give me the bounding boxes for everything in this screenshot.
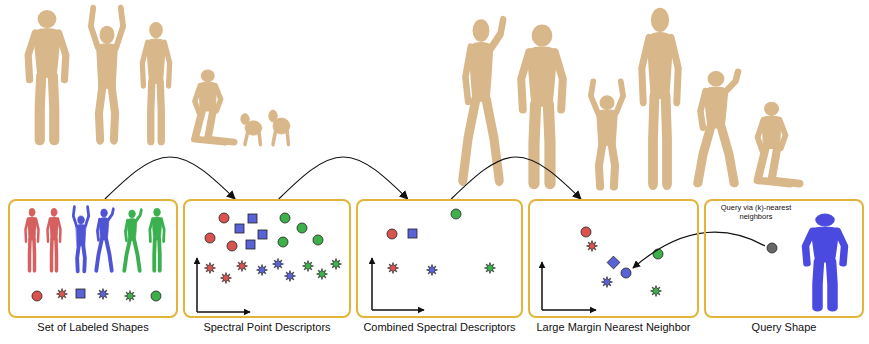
- axis-line: [372, 309, 424, 311]
- axis-line: [541, 262, 543, 310]
- red-shape: [26, 208, 39, 270]
- human-shape: [642, 9, 678, 184]
- red-point: [387, 229, 397, 239]
- green-point: [278, 237, 288, 247]
- blue-square: [408, 229, 417, 238]
- red-star: [221, 273, 232, 284]
- blue-square: [248, 214, 257, 223]
- red-point: [219, 213, 229, 223]
- red-point: [205, 233, 215, 243]
- blue-square: [76, 289, 85, 298]
- green-star: [651, 286, 662, 297]
- query-human: [806, 214, 845, 308]
- human-shape: [195, 70, 234, 142]
- blue-star: [273, 259, 284, 270]
- box-caption: Spectral Point Descriptors: [203, 321, 330, 334]
- green-point: [451, 209, 461, 219]
- blue-star: [427, 265, 438, 276]
- red-star: [205, 263, 216, 274]
- blue-shape: [73, 207, 88, 271]
- query-point: [767, 243, 777, 253]
- human-shape: [241, 114, 262, 145]
- human-shape: [591, 81, 623, 186]
- green-point: [313, 235, 323, 245]
- blue-point: [621, 268, 631, 278]
- point-descriptors: [197, 213, 341, 312]
- box-caption: Query Shape: [752, 321, 817, 334]
- flow-arrow: [451, 157, 581, 199]
- blue-square: [235, 224, 244, 233]
- human-shape: [521, 25, 563, 183]
- green-star: [485, 263, 496, 274]
- green-star: [331, 259, 342, 270]
- blue-square: [246, 240, 255, 249]
- flow-arrow: [279, 157, 408, 199]
- green-star: [317, 269, 328, 280]
- axis-line: [197, 311, 250, 313]
- axis-line: [371, 258, 373, 310]
- box-caption: Set of Labeled Shapes: [37, 321, 148, 334]
- box-caption: Combined Spectral Descriptors: [363, 321, 515, 334]
- human-shape: [269, 110, 290, 144]
- blue-star: [285, 271, 296, 282]
- red-star: [587, 241, 598, 252]
- red-star: [388, 263, 399, 274]
- red-point: [227, 241, 237, 251]
- blue-diamond: [607, 256, 620, 269]
- box-note: Query via (k)-nearest neighbors: [716, 204, 796, 221]
- query-arrow: [633, 232, 765, 268]
- labeled-shapes: [26, 207, 165, 301]
- shape-collection: [28, 8, 799, 186]
- process-box: Query ShapeQuery via (k)-nearest neighbo…: [704, 199, 864, 318]
- box-caption: Large Margin Nearest Neighbor: [536, 321, 690, 334]
- green-star: [125, 291, 136, 302]
- axis-line: [196, 258, 198, 312]
- red-star: [237, 261, 248, 272]
- blue-shape: [96, 209, 113, 270]
- query-illustration: [633, 214, 845, 308]
- human-shape: [758, 102, 800, 183]
- blue-star: [257, 265, 268, 276]
- blue-star: [98, 289, 109, 300]
- axis-line: [542, 309, 596, 311]
- lmnn-space: [542, 227, 663, 310]
- green-star: [303, 261, 314, 272]
- human-shape: [28, 11, 66, 141]
- green-shape: [124, 210, 141, 270]
- process-box: Set of Labeled Shapes: [8, 199, 178, 318]
- flow-arrow: [105, 157, 235, 199]
- green-point: [653, 249, 663, 259]
- red-star: [57, 289, 68, 300]
- human-shape: [142, 23, 169, 141]
- green-point: [297, 223, 307, 233]
- process-box: Spectral Point Descriptors: [183, 199, 351, 318]
- red-shape: [48, 208, 61, 270]
- connector-group: [105, 157, 581, 199]
- green-shape: [150, 208, 164, 270]
- human-shape: [698, 72, 738, 184]
- process-box: Combined Spectral Descriptors: [356, 199, 523, 318]
- combined-descriptors: [372, 209, 495, 310]
- human-shape: [463, 20, 503, 180]
- human-shape: [91, 8, 123, 140]
- red-point: [32, 291, 42, 301]
- blue-star: [602, 277, 613, 288]
- green-point: [151, 291, 161, 301]
- red-point: [581, 227, 591, 237]
- process-box: Large Margin Nearest Neighbor: [528, 199, 699, 318]
- green-point: [280, 213, 290, 223]
- blue-square: [258, 230, 267, 239]
